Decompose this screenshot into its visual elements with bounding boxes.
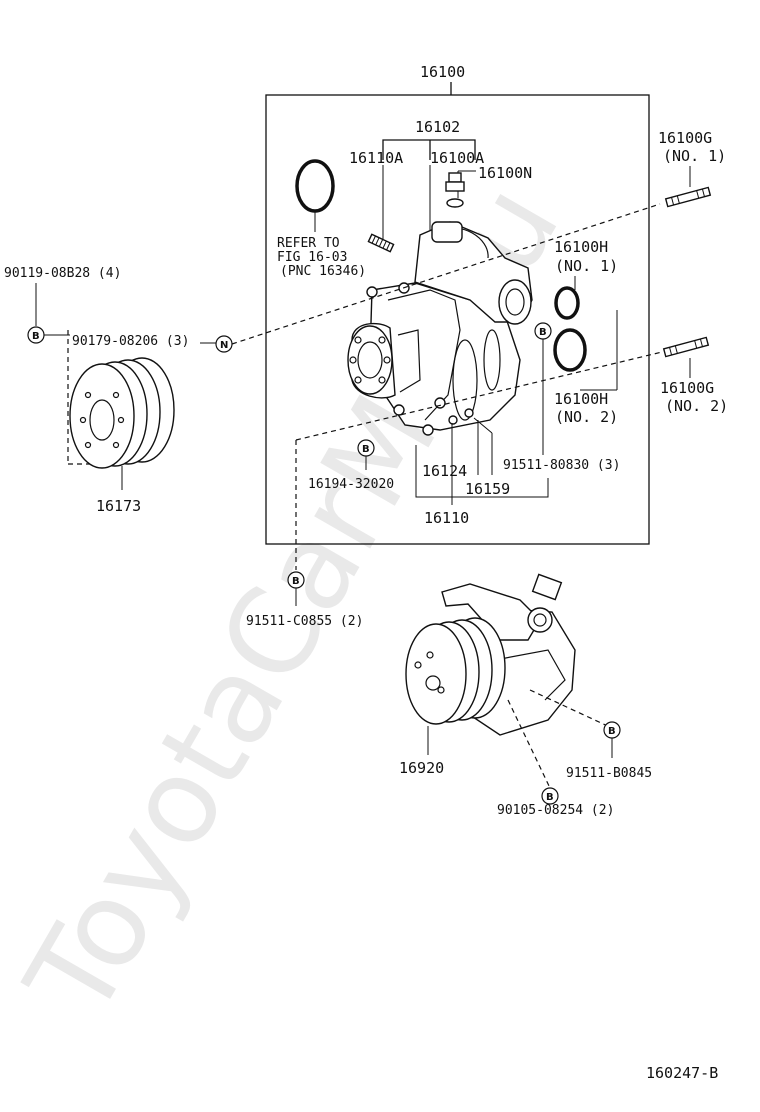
bolt-symbol-91511-C0855: B	[287, 571, 305, 589]
refer-text-2: FIG 16-03	[277, 250, 347, 265]
label-16159: 16159	[465, 480, 510, 498]
nut-symbol-90179: N	[215, 335, 233, 353]
refer-text-1: REFER TO	[277, 236, 340, 251]
label-16110: 16110	[424, 509, 469, 527]
drain-plug-16100A	[445, 172, 465, 208]
svg-text:B: B	[32, 331, 40, 342]
o-ring-16100H-2	[553, 328, 587, 372]
assembly-frame	[265, 94, 650, 545]
label-91511-C0855: 91511-C0855 (2)	[246, 614, 363, 629]
svg-text:N: N	[220, 340, 228, 351]
bolt-symbol-91511-80830: B	[534, 322, 552, 340]
bolt-symbol-91511-B0845: B	[603, 721, 621, 739]
stud-16100G-1	[664, 186, 712, 208]
label-16100H-1: 16100H	[554, 238, 608, 256]
svg-text:B: B	[539, 327, 547, 338]
o-ring-ref	[295, 159, 335, 213]
assembly-number: 16100	[420, 63, 465, 81]
bolt-symbol-90119: B	[27, 326, 45, 344]
svg-text:B: B	[292, 576, 300, 587]
label-91511-B0845: 91511-B0845	[566, 766, 652, 781]
label-16100A: 16100A	[430, 149, 484, 167]
label-16194: 16194-32020	[308, 477, 394, 492]
o-ring-16100H-1	[554, 286, 580, 320]
label-16100H-1-note: (NO. 1)	[555, 257, 618, 275]
label-16100G-2-note: (NO. 2)	[665, 397, 728, 415]
label-16100N: 16100N	[478, 164, 532, 182]
bolt-symbol-90105: B	[541, 787, 559, 805]
label-91511-80830: 91511-80830 (3)	[503, 458, 620, 473]
label-90105: 90105-08254 (2)	[497, 803, 614, 818]
refer-text-3: (PNC 16346)	[280, 264, 366, 279]
label-16102: 16102	[415, 118, 460, 136]
bolt-symbol-16194: B	[357, 439, 375, 457]
label-16100G-2: 16100G	[660, 379, 714, 397]
pump-16920	[405, 573, 576, 736]
svg-text:B: B	[362, 444, 370, 455]
svg-text:B: B	[608, 726, 616, 737]
label-16100G-1-note: (NO. 1)	[663, 147, 726, 165]
label-16100G-1: 16100G	[658, 129, 712, 147]
stud-16110A	[367, 233, 395, 253]
label-16100H-2-note: (NO. 2)	[555, 408, 618, 426]
stud-16100G-2	[662, 336, 710, 358]
label-90179: 90179-08206 (3)	[72, 334, 189, 349]
label-16173: 16173	[96, 497, 141, 515]
svg-text:B: B	[546, 792, 554, 803]
label-16100H-2: 16100H	[554, 390, 608, 408]
water-pump-assembly	[347, 221, 533, 436]
crank-pulley-16173	[69, 357, 175, 469]
label-16920: 16920	[399, 759, 444, 777]
figure-code: 160247-B	[646, 1064, 718, 1082]
label-16124: 16124	[422, 462, 467, 480]
label-90119: 90119-08B28 (4)	[4, 266, 121, 281]
label-16110A: 16110A	[349, 149, 403, 167]
